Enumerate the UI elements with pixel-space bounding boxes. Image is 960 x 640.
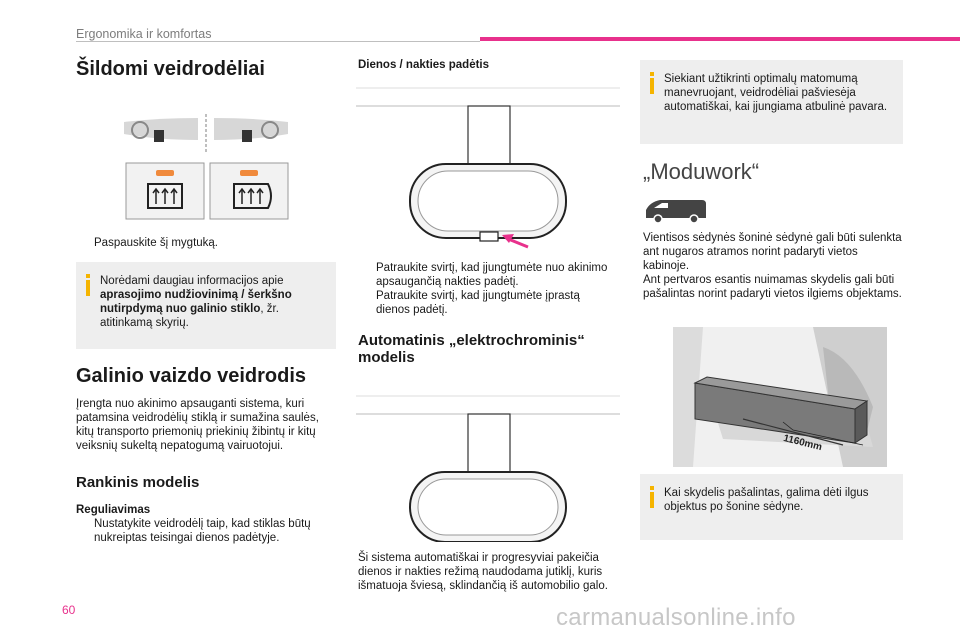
info-icon: [648, 486, 656, 508]
electrochromic-description: Ši sistema automatiškai ir progresyviai …: [358, 552, 608, 592]
rear-view-mirror-title: Galinio vaizdo veidrodis: [76, 365, 307, 387]
defog-reference: aprasojimo nudžiovinimą / šerkšno nutirp…: [100, 289, 292, 315]
moduwork-cargo-illustration: [673, 327, 887, 467]
rear-view-mirror-description: Įrengta nuo akinimo apsauganti sistema, …: [76, 398, 319, 452]
info-box-long-objects: Kai skydelis pašalintas, galima dėti ilg…: [640, 474, 903, 540]
electrochromic-mirror-illustration: [356, 395, 620, 542]
adjust-instruction: Nustatykite veidrodėlį taip, kad stiklas…: [94, 518, 311, 544]
moduwork-title: „Moduwork“: [643, 159, 760, 184]
heated-mirrors-title: Šildomi veidrodėliai: [76, 58, 265, 80]
heated-mirror-buttons-illustration: [124, 114, 289, 220]
info-box-defog: Norėdami daugiau informacijos apie apras…: [76, 262, 336, 349]
info-icon: [84, 274, 92, 296]
day-night-title: Dienos / nakties padėtis: [358, 59, 490, 71]
info-box-reverse-gear: Siekiant užtikrinti optimalų matomumą ma…: [640, 60, 903, 144]
header-divider: [76, 41, 480, 42]
day-night-mirror-illustration: [356, 87, 620, 249]
electrochromic-title: Automatinis „elektrochrominis“ modelis: [358, 332, 585, 366]
watermark: carmanualsonline.info: [556, 604, 796, 631]
header-accent-bar: [480, 37, 960, 41]
moduwork-description-seat: Vientisos sėdynės šoninė sėdynė gali būt…: [643, 232, 902, 272]
van-icon: [646, 200, 706, 224]
info-icon: [648, 72, 656, 94]
night-position-instruction: Patraukite svirtį, kad įjungtumėte nuo a…: [376, 262, 608, 288]
moduwork-description-panel: Ant pertvaros esantis nuimamas skydelis …: [643, 274, 902, 300]
heated-mirror-instruction: Paspauskite šį mygtuką.: [94, 237, 219, 249]
manual-model-title: Rankinis modelis: [76, 474, 200, 491]
chapter-label: Ergonomika ir komfortas: [76, 27, 212, 41]
page-number: 60: [62, 603, 76, 617]
adjust-label: Reguliavimas: [76, 504, 151, 516]
day-position-instruction: Patraukite svirtį, kad įjungtumėte įpras…: [376, 290, 580, 316]
